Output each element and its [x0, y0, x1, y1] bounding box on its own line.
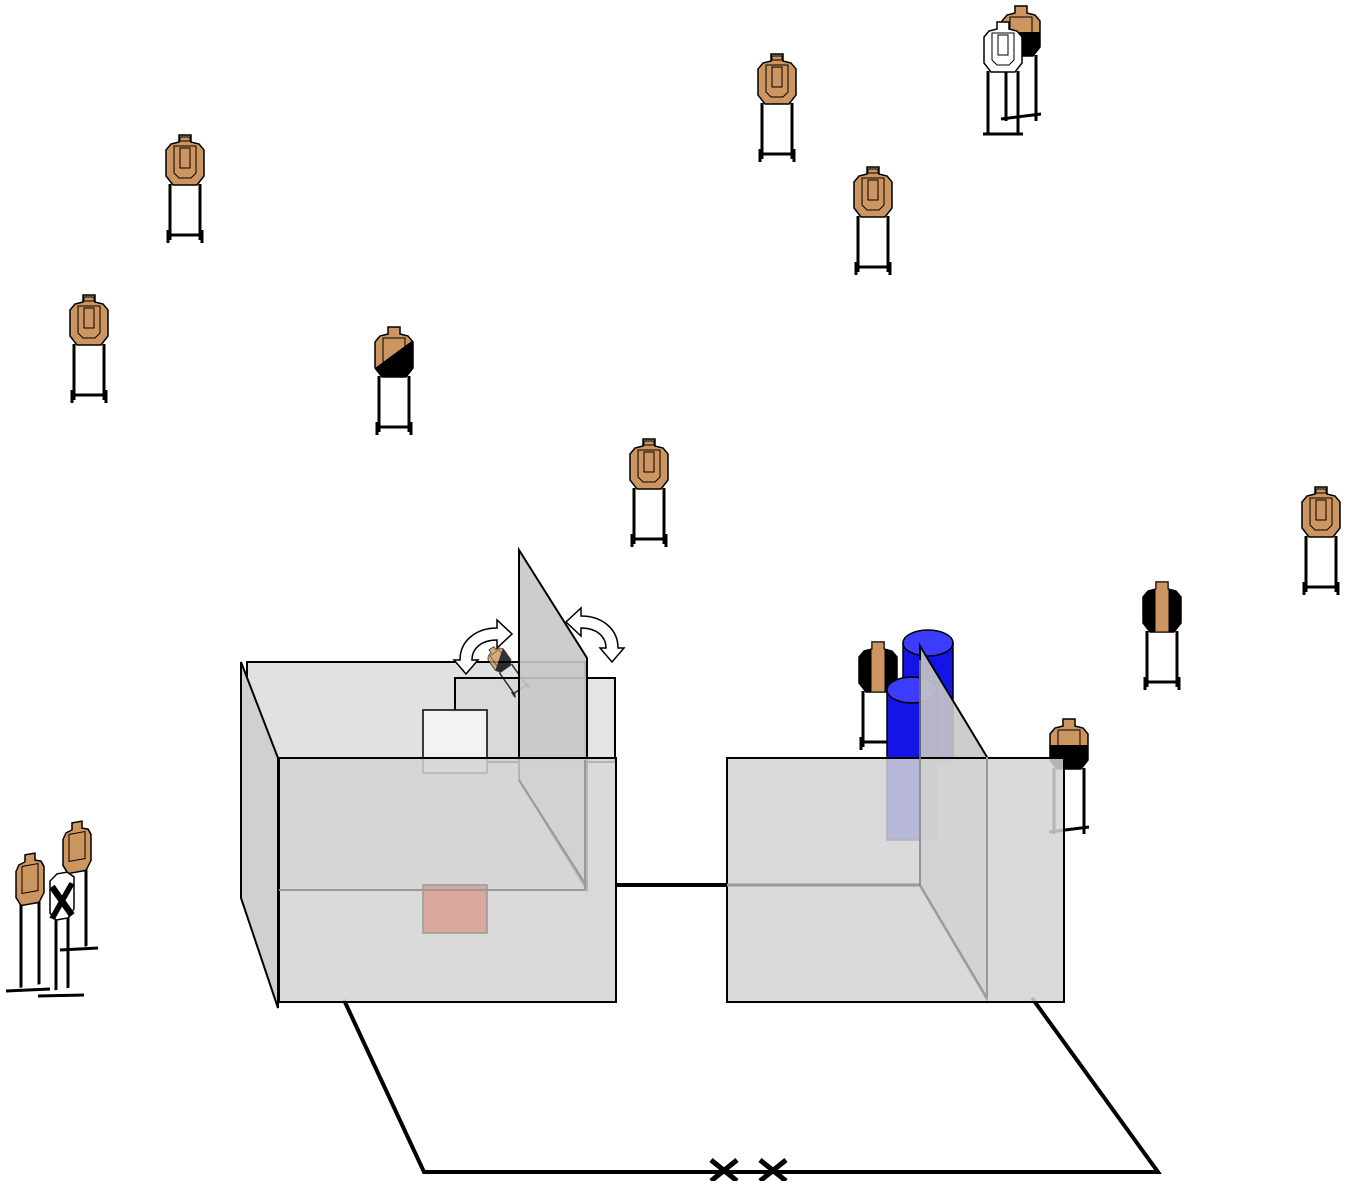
start-position-x-icon: [709, 1158, 788, 1181]
right-wall-structure: [726, 642, 1065, 1004]
target-paper-7: [1300, 485, 1342, 597]
target-paper-1: [164, 133, 206, 245]
left-room-structure: [240, 546, 617, 1009]
shooting-area-boundary: [342, 883, 1162, 1174]
target-partial-cover-1: [373, 325, 415, 437]
target-paper-4: [756, 52, 798, 164]
left-target-cluster: [5, 820, 99, 998]
target-paper-5: [852, 165, 894, 277]
target-paper-2: [68, 293, 110, 405]
target-partial-cover-2: [1141, 580, 1183, 692]
target-paper-3: [628, 437, 670, 549]
